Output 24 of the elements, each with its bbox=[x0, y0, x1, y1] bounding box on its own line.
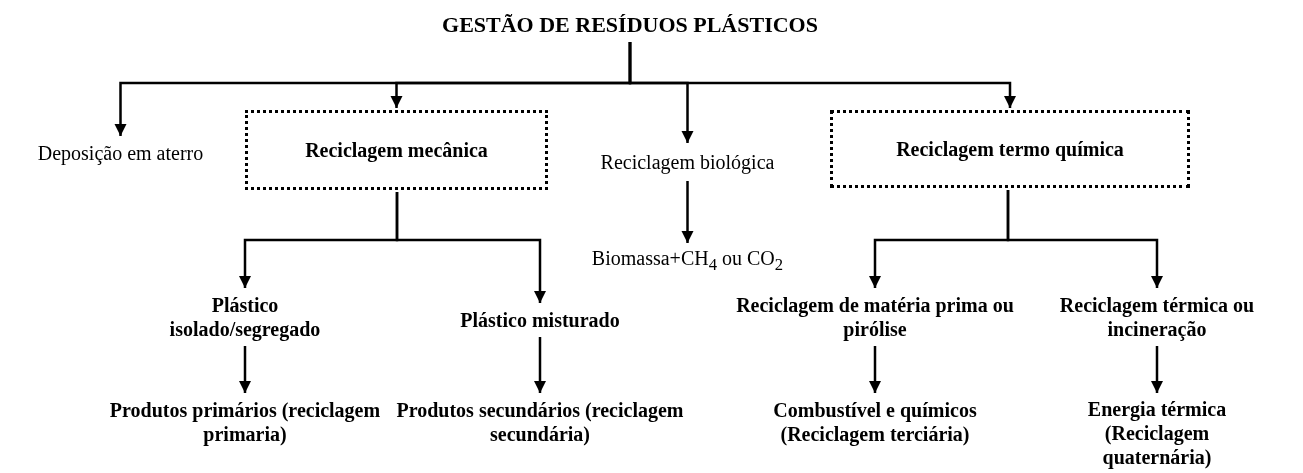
arrow bbox=[628, 42, 1017, 108]
arrow bbox=[681, 181, 694, 243]
arrow bbox=[395, 192, 547, 303]
node-label: Plástico isolado/segregado bbox=[168, 293, 322, 341]
node-label: Reciclagem de matéria prima ou pirólise bbox=[735, 293, 1015, 341]
dotted-process-box bbox=[830, 110, 1190, 188]
node-label: Plástico misturado bbox=[460, 308, 620, 332]
node-label: Deposição em aterro bbox=[37, 141, 204, 165]
node-label: Produtos secundários (reciclagem secundária) bbox=[395, 398, 685, 446]
arrow bbox=[533, 337, 547, 393]
node-label: Reciclagem termo química bbox=[896, 137, 1124, 161]
arrow bbox=[868, 346, 882, 393]
node-label: Combustível e químicos (Reciclagem terciária) bbox=[772, 398, 978, 446]
node-label: Biomassa+CH$_{4}$ ou CO$_{2}$ bbox=[591, 245, 784, 275]
arrow bbox=[1006, 190, 1164, 288]
node-label: Energia térmica (Reciclagem quaternária) bbox=[1086, 397, 1228, 469]
arrow bbox=[238, 346, 252, 393]
arrow bbox=[1150, 346, 1164, 393]
node-label: Reciclagem térmica ou incineração bbox=[1058, 293, 1256, 341]
node-label: Produtos primários (reciclagem primaria) bbox=[108, 398, 382, 446]
dotted-process-box bbox=[245, 110, 548, 190]
title-text: GESTÃO DE RESÍDUOS PLÁSTICOS bbox=[442, 11, 818, 39]
node-label: Reciclagem mecânica bbox=[305, 138, 488, 162]
node-label: Reciclagem biológica bbox=[600, 150, 775, 174]
